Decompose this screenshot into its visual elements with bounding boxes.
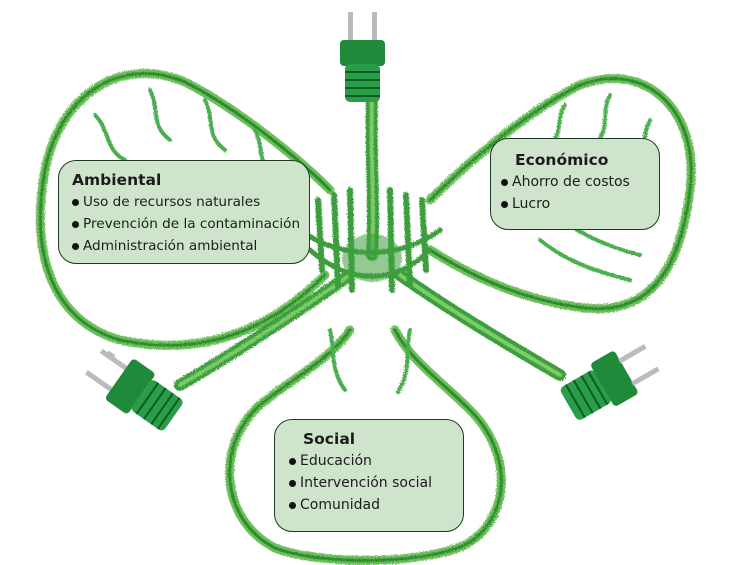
social-item: Intervención social — [289, 472, 457, 494]
economico-item-label: Ahorro de costos — [512, 171, 630, 193]
economico-item: Lucro — [501, 193, 653, 215]
bullet-icon — [289, 458, 296, 465]
economico-list: Ahorro de costos Lucro — [501, 171, 653, 215]
center-knot — [342, 234, 402, 282]
social-title: Social — [303, 429, 457, 449]
bullet-icon — [289, 480, 296, 487]
bullet-icon — [501, 179, 508, 186]
ambiental-title: Ambiental — [72, 170, 305, 190]
bullet-icon — [501, 201, 508, 208]
ambiental-box: Ambiental Uso de recursos naturales Prev… — [58, 160, 310, 264]
ambiental-item-label: Prevención de la contaminación — [83, 213, 300, 235]
ambiental-list: Uso de recursos naturales Prevención de … — [72, 191, 305, 257]
plug-top-icon — [340, 12, 385, 102]
bullet-icon — [289, 502, 296, 509]
plug-right-icon — [556, 335, 664, 426]
social-item: Educación — [289, 450, 457, 472]
bullet-icon — [72, 199, 79, 206]
social-list: Educación Intervención social Comunidad — [289, 450, 457, 516]
economico-item: Ahorro de costos — [501, 171, 653, 193]
economico-item-label: Lucro — [512, 193, 550, 215]
social-item: Comunidad — [289, 494, 457, 516]
bullet-icon — [72, 221, 79, 228]
ambiental-item-label: Administración ambiental — [83, 235, 257, 257]
social-item-label: Intervención social — [300, 472, 432, 494]
economico-box: Económico Ahorro de costos Lucro — [490, 138, 660, 230]
ambiental-item-label: Uso de recursos naturales — [83, 191, 260, 213]
social-item-label: Comunidad — [300, 494, 380, 516]
social-box: Social Educación Intervención social Com… — [274, 419, 464, 532]
plug-left-icon — [80, 341, 188, 438]
economico-title: Económico — [515, 150, 653, 170]
ambiental-item: Administración ambiental — [72, 235, 305, 257]
ambiental-item: Uso de recursos naturales — [72, 191, 305, 213]
bullet-icon — [72, 243, 79, 250]
ambiental-item: Prevención de la contaminación — [72, 213, 305, 235]
social-item-label: Educación — [300, 450, 372, 472]
